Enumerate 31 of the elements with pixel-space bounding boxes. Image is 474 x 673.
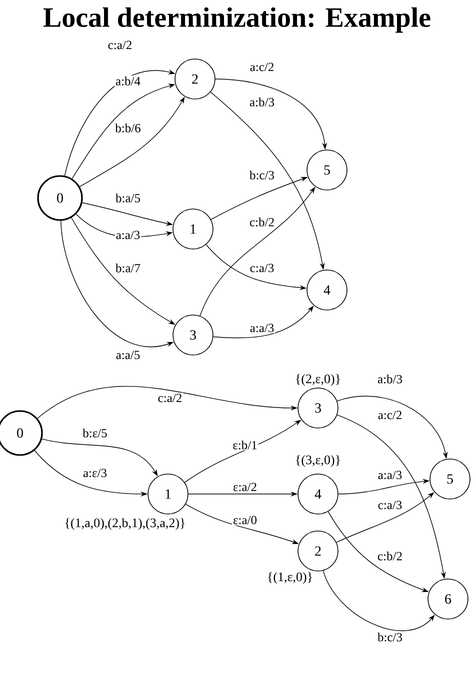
edge-label: b:a/7 (114, 262, 142, 274)
edge-label: a:ε/3 (82, 468, 108, 478)
edge-label: a:b/3 (248, 96, 276, 108)
edge-label: a:a/3 (248, 322, 276, 334)
state-annotation: {(3,ε,0)} (296, 455, 340, 467)
edge-label: a:a/3 (376, 470, 404, 480)
state-annotation: {(1,a,0),(2,b,1),(3,a,2)} (65, 518, 185, 530)
edge-label: a:a/5 (114, 350, 142, 360)
title: Local determinization: Example (43, 7, 430, 33)
edge-label: a:c/2 (376, 410, 404, 420)
edge-label: c:b/2 (376, 550, 404, 562)
state-annotation: {(1,ε,0)} (268, 572, 312, 584)
edge-label: c:a/3 (376, 500, 404, 510)
edge-label: b:c/3 (376, 632, 404, 642)
edge-label: ε:a/0 (232, 514, 258, 526)
edge-label: b:a/5 (114, 192, 142, 204)
edge-label: a:a/3 (114, 230, 142, 240)
edge-label: c:a/2 (106, 40, 134, 50)
edge-label: a:b/3 (376, 374, 404, 384)
edge-label: b:b/6 (114, 122, 142, 134)
edge-label: c:b/2 (248, 216, 276, 228)
edge-label: b:c/3 (248, 170, 276, 180)
edge-label: c:a/2 (156, 392, 184, 404)
edge-label: ε:a/2 (232, 482, 258, 492)
state-annotation: {(2,ε,0)} (296, 374, 340, 386)
edge-label: a:b/4 (114, 76, 142, 86)
arrow (322, 570, 435, 632)
edge-label: b:ε/5 (82, 428, 108, 438)
edge-label: c:a/3 (248, 262, 276, 274)
edge-label: a:c/2 (248, 62, 276, 72)
edge-label: ε:b/1 (232, 440, 258, 450)
